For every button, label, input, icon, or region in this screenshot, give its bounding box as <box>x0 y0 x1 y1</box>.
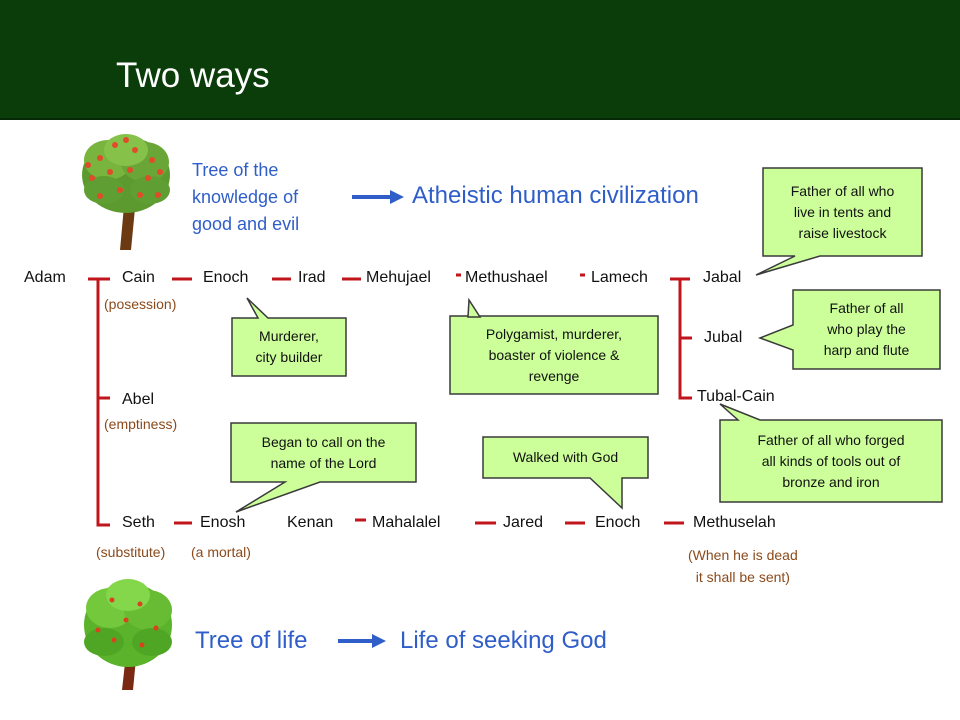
lineage-connectors <box>88 273 692 527</box>
callout-began-text: Began to call on the name of the Lord <box>231 423 416 482</box>
title-bar <box>0 0 960 120</box>
callout-tubal-line-2: all kinds of tools out of <box>761 452 901 469</box>
page-title: Two ways <box>116 56 270 95</box>
name-methuselah: Methuselah <box>693 514 776 531</box>
name-mehujael: Mehujael <box>366 269 431 286</box>
callout-jabal <box>755 167 923 276</box>
callout-jubal-line-3: harp and flute <box>823 342 910 358</box>
tree-of-knowledge-label: Tree of the knowledge of good and evil <box>192 157 299 238</box>
meaning-abel: (emptiness) <box>104 416 178 432</box>
name-jabal: Jabal <box>703 269 742 286</box>
name-irad: Irad <box>298 269 326 286</box>
name-mahalalel: Mahalalel <box>372 514 441 531</box>
callout-jubal-line-2: who play the <box>827 321 906 337</box>
name-enoch-cain-line: Enoch <box>203 269 249 286</box>
name-cain: Cain <box>122 269 155 286</box>
tree-of-life-icon <box>84 579 172 690</box>
callout-jabal-text: Father of all who live in tents and raise … <box>763 168 922 256</box>
tree-of-knowledge-icon <box>82 134 170 250</box>
callout-polygamist-text: Polygamist, murderer, boaster of violence… <box>450 316 658 394</box>
callout-walked-line-1: Walked with God <box>512 449 619 465</box>
name-abel: Abel <box>122 391 155 408</box>
callout-jubal-line-1: Father of all <box>829 300 904 316</box>
meaning-methuselah-line-2: it shall be sent) <box>695 569 790 585</box>
seeking-god-label: Life of seeking God <box>400 627 607 654</box>
meaning-enosh: (a mortal) <box>191 544 251 560</box>
meaning-cain: (posession) <box>104 296 177 312</box>
callout-murderer-line-2: city builder <box>255 349 323 365</box>
callout-began-line-2: name of the Lord <box>270 454 377 471</box>
callout-murderer <box>231 297 347 377</box>
name-kenan: Kenan <box>287 514 334 531</box>
name-jubal: Jubal <box>704 329 743 346</box>
tree-of-life-label: Tree of life <box>195 627 308 654</box>
tree-of-knowledge-line-1: Tree of the <box>192 160 279 180</box>
callout-tubal-line-3: bronze and iron <box>782 473 880 490</box>
name-lamech: Lamech <box>591 269 648 286</box>
atheistic-civilization-label: Atheistic human civilization <box>412 182 699 209</box>
tree-of-knowledge-line-2: knowledge of <box>192 187 299 207</box>
callout-jubal-text: Father of all who play the harp and flute <box>793 290 940 369</box>
name-enosh: Enosh <box>200 514 246 531</box>
name-tubal-cain: Tubal-Cain <box>697 388 775 405</box>
meaning-methuselah-line-1: (When he is dead <box>688 547 798 563</box>
callout-tubal-line-1: Father of all who forged <box>757 431 905 448</box>
callout-jabal-line-1: Father of all who <box>790 182 895 199</box>
callout-jabal-line-2: live in tents and <box>793 203 892 220</box>
tree-of-knowledge-line-3: good and evil <box>192 214 300 234</box>
callout-tubal-text: Father of all who forged all kinds of too… <box>720 420 942 502</box>
name-methushael: Methushael <box>465 269 548 286</box>
callout-polygamist-tail <box>467 297 482 318</box>
callout-jabal-line-3: raise livestock <box>798 224 887 241</box>
callout-began <box>230 422 417 513</box>
callout-murderer-text: Murderer, city builder <box>232 318 346 376</box>
callout-walked-text: Walked with God <box>483 437 648 478</box>
callout-murderer-line-1: Murderer, <box>259 328 319 344</box>
arrow-top <box>352 190 404 204</box>
callout-polygamist-line-3: revenge <box>528 367 580 384</box>
name-adam: Adam <box>24 269 66 286</box>
arrow-bottom <box>338 634 386 648</box>
callout-polygamist-line-2: boaster of violence & <box>488 346 620 363</box>
name-enoch-seth-line: Enoch <box>595 514 641 531</box>
callout-began-line-1: Began to call on the <box>261 433 386 450</box>
callout-polygamist-line-1: Polygamist, murderer, <box>485 325 623 342</box>
callout-jubal <box>757 289 941 370</box>
callout-tubal <box>719 403 943 503</box>
name-jared: Jared <box>503 514 544 531</box>
name-seth: Seth <box>122 514 155 531</box>
meaning-seth: (substitute) <box>96 544 166 560</box>
callout-walked <box>482 436 649 510</box>
meaning-methuselah: (When he is dead it shall be sent) <box>688 544 798 588</box>
